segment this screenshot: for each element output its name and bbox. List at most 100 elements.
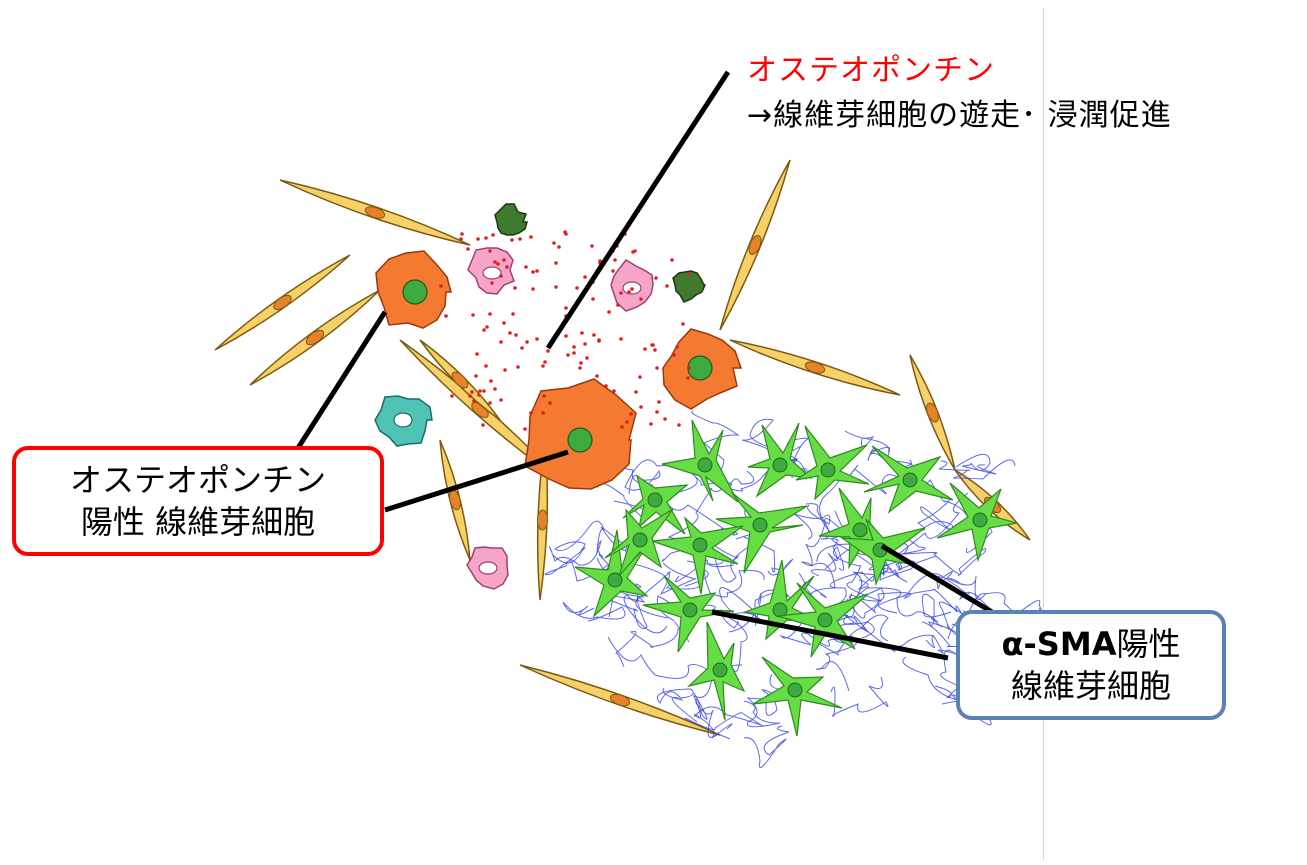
osteopontin-dot <box>514 333 518 337</box>
dark-green-cell <box>494 203 528 236</box>
osteopontin-dot <box>675 345 679 349</box>
osteopontin-dot <box>543 360 547 364</box>
teal-cell-nucleus <box>393 412 413 428</box>
leader-line <box>295 310 388 450</box>
osteopontin-dot <box>502 321 506 325</box>
sma-nucleus <box>772 457 788 473</box>
osteopontin-dot <box>607 310 611 314</box>
label-left-line1: オステオポンチン <box>69 461 326 499</box>
osteopontin-dot <box>516 365 520 369</box>
osteopontin-dot <box>488 401 492 405</box>
osteopontin-dot <box>503 368 507 372</box>
osteopontin-dot <box>523 427 527 431</box>
collagen-fiber <box>936 571 987 601</box>
other-cells <box>374 203 743 590</box>
osteopontin-dot <box>546 349 550 353</box>
osteopontin-dot <box>572 351 576 355</box>
osteopontin-dots <box>439 230 691 431</box>
collagen-fiber <box>691 410 740 479</box>
sma-nucleus <box>647 492 663 508</box>
cell-nucleus <box>687 355 713 381</box>
cell-nucleus <box>567 427 593 453</box>
osteopontin-dot <box>604 384 608 388</box>
collagen-fiber <box>861 614 935 652</box>
cell-nucleus <box>402 279 428 305</box>
osteopontin-dot <box>619 291 623 295</box>
osteopontin-dot <box>590 244 594 248</box>
osteopontin-dot <box>520 346 524 350</box>
osteopontin-dot <box>481 423 485 427</box>
dark-green-cell <box>672 270 707 303</box>
slide-divider <box>1043 8 1044 860</box>
sma-positive-fibroblast-label: α-SMA陽性 線維芽細胞 <box>956 610 1226 720</box>
positive-text: 陽性 <box>1116 625 1181 663</box>
osteopontin-dot <box>513 286 517 290</box>
sma-nucleus <box>697 457 713 473</box>
osteopontin-dot <box>619 337 623 341</box>
osteopontin-dot <box>583 342 587 346</box>
sma-nucleus <box>682 602 698 618</box>
osteopontin-dot <box>470 390 474 394</box>
osteopontin-dot <box>639 405 643 409</box>
collagen-fiber <box>552 520 606 564</box>
osteopontin-dot <box>466 247 470 251</box>
osteopontin-dot <box>531 287 535 291</box>
osteopontin-dot <box>502 258 506 262</box>
spindle-nucleus <box>273 294 292 311</box>
spindle-nucleus <box>449 489 461 511</box>
osteopontin-dot <box>482 328 486 332</box>
osteopontin-title: オステオポンチン <box>747 53 995 88</box>
collagen-fiber <box>743 725 790 769</box>
collagen-fiber <box>810 538 851 577</box>
osteopontin-dot <box>639 297 643 301</box>
osteopontin-dot <box>484 364 488 368</box>
osteopontin-dot <box>524 265 528 269</box>
leader-lines <box>295 70 994 661</box>
osteopontin-dot <box>591 297 595 301</box>
collagen-fiber <box>846 573 968 619</box>
collagen-fiber <box>844 430 890 462</box>
osteopontin-dot <box>444 314 448 318</box>
osteopontin-dot <box>552 241 556 245</box>
osteopontin-dot <box>482 389 486 393</box>
collagen-fiber <box>743 697 781 728</box>
osteopontin-dot <box>672 353 676 357</box>
osteopontin-dot <box>653 348 657 352</box>
osteopontin-dot <box>563 230 567 234</box>
sma-nucleus <box>692 537 708 553</box>
sma-nucleus <box>972 512 988 528</box>
spindle-nucleus <box>536 509 549 531</box>
osteopontin-dot <box>657 400 661 404</box>
osteopontin-dot <box>595 374 599 378</box>
spindle-nucleus <box>305 329 325 346</box>
osteopontin-dot <box>580 331 584 335</box>
collagen-fiber <box>810 562 876 590</box>
osteopontin-dot <box>525 340 529 344</box>
sma-nucleus <box>632 532 648 548</box>
osteopontin-dot <box>566 353 570 357</box>
osteopontin-dot <box>649 422 653 426</box>
osteopontin-dot <box>572 345 576 349</box>
sma-text: α-SMA <box>1001 625 1117 663</box>
osteopontin-dot <box>654 276 658 280</box>
sma-nucleus <box>607 572 623 588</box>
collagen-fiber <box>922 479 993 553</box>
sma-nucleus <box>712 662 728 678</box>
osteopontin-dot <box>630 287 634 291</box>
osteopontin-dot <box>535 337 539 341</box>
spindle-nucleus <box>364 206 386 219</box>
spindle-fibroblasts <box>214 159 1031 736</box>
osteopontin-dot <box>518 237 522 241</box>
osteopontin-dot <box>485 325 489 329</box>
collagen-fiber <box>938 459 1016 480</box>
osteopontin-dot <box>663 417 667 421</box>
osteopontin-dot <box>597 339 601 343</box>
osteopontin-dot <box>488 312 492 316</box>
collagen-fiber <box>684 569 765 598</box>
osteopontin-dot <box>583 275 587 279</box>
sma-nucleus <box>820 462 836 478</box>
osteopontin-dot <box>511 312 515 316</box>
osteopontin-dot <box>529 411 533 415</box>
osteopontin-dot <box>542 394 546 398</box>
